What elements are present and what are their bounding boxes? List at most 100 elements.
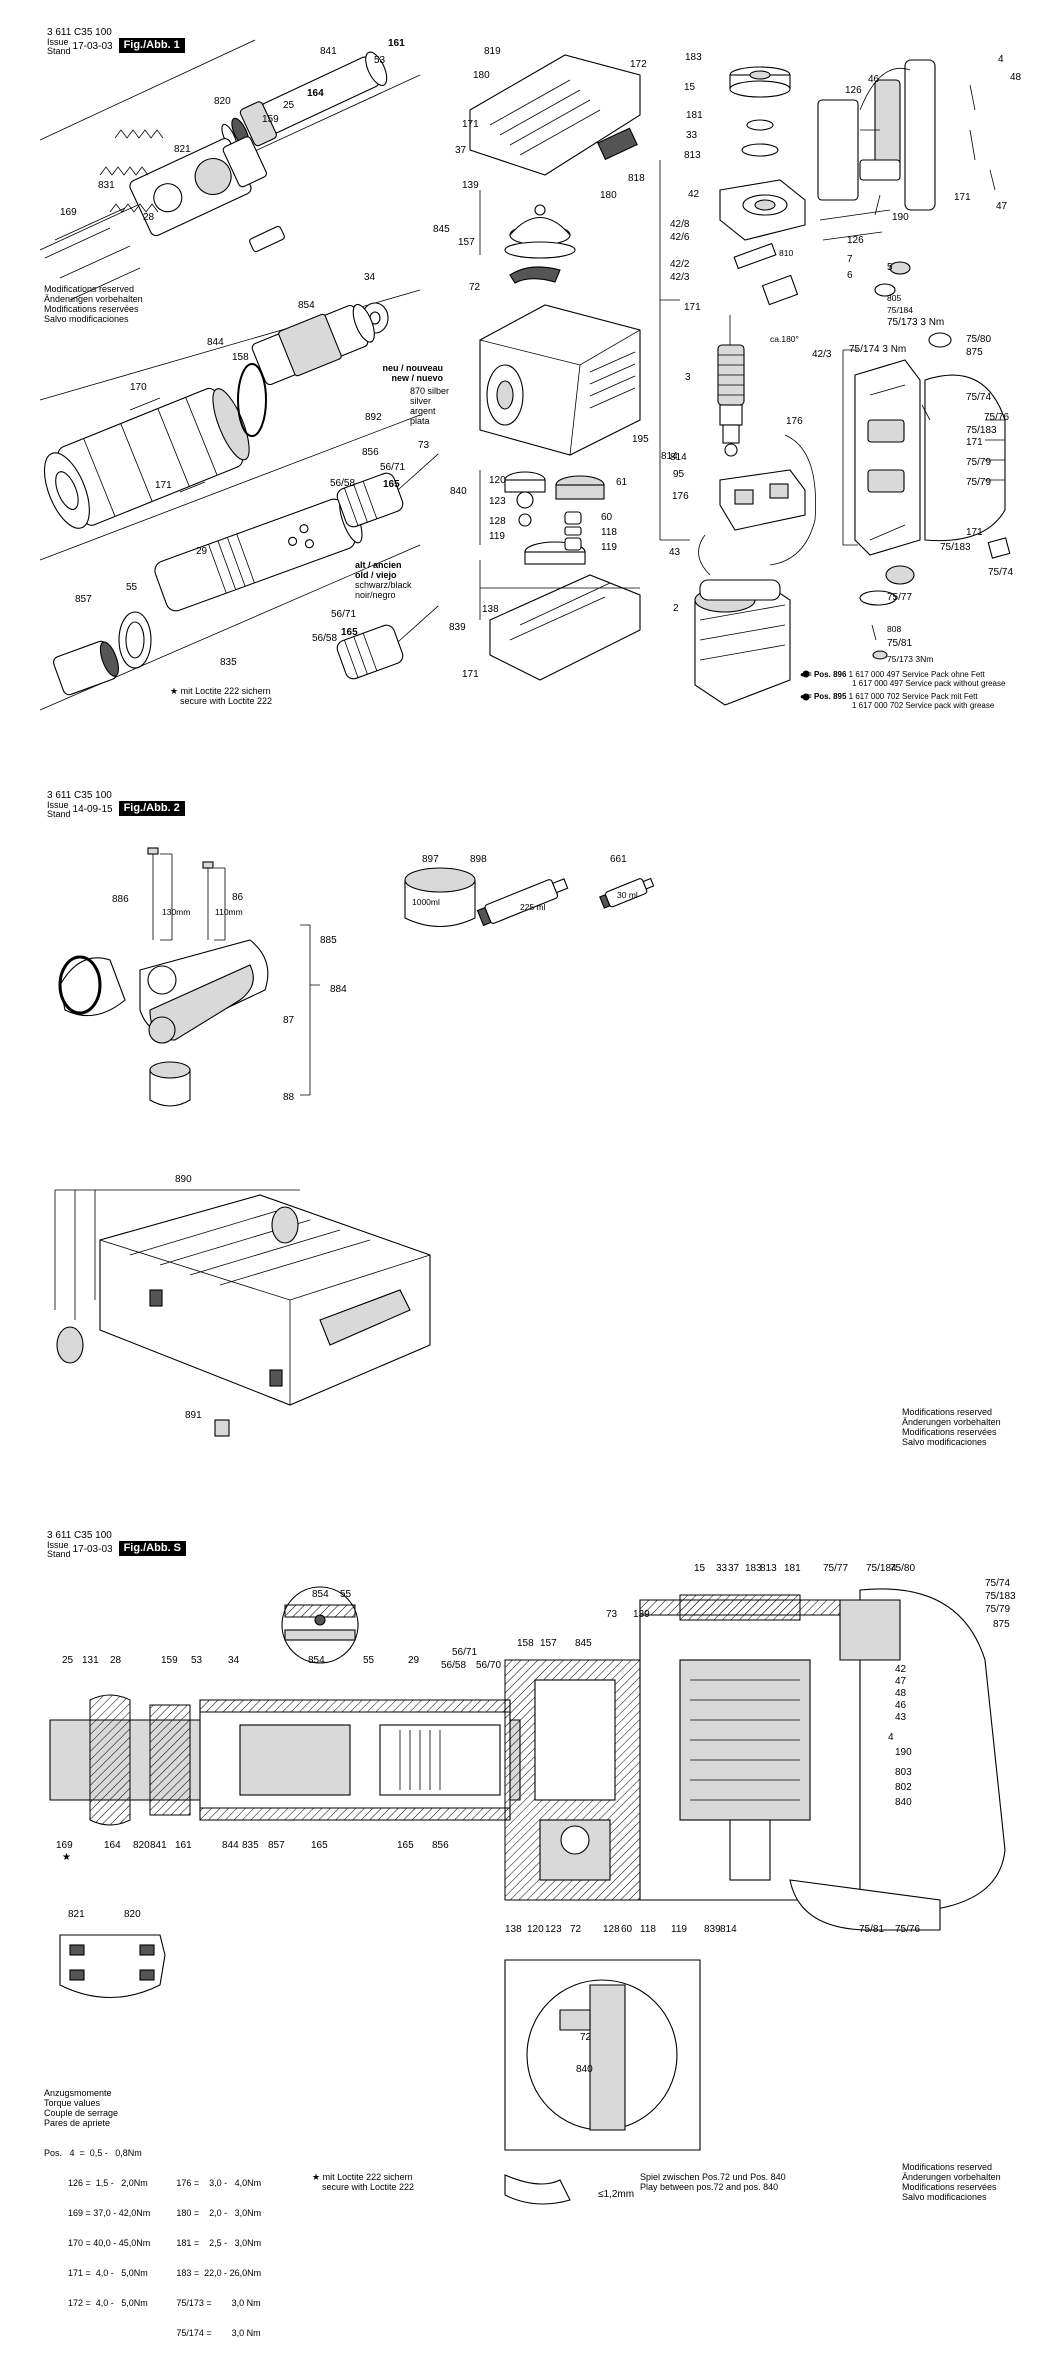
part-label: 171 xyxy=(462,669,479,680)
part-label: 2 xyxy=(673,603,679,614)
torque-row: 75/173 = 3,0 Nm xyxy=(176,2298,261,2308)
note-line: Spiel zwischen Pos.72 und Pos. 840 xyxy=(640,2172,786,2182)
fig1-gear-housing-group xyxy=(469,54,641,681)
armature xyxy=(717,315,745,457)
part-label: 55 xyxy=(126,582,138,593)
part-label: 75/76 xyxy=(984,412,1009,423)
part-label: 802 xyxy=(895,1782,912,1793)
part-label: 138 xyxy=(482,604,499,615)
part-label: 158 xyxy=(517,1638,534,1649)
note-line: neu / nouveau xyxy=(382,363,443,373)
part-label: 131 xyxy=(82,1655,99,1666)
part-label: 128 xyxy=(489,516,506,527)
part-label: 857 xyxy=(268,1840,285,1851)
part-label: 164 xyxy=(307,88,324,99)
part-label: 839 xyxy=(449,622,466,633)
part-label: 120 xyxy=(527,1924,544,1935)
part-label: 60 xyxy=(601,512,613,523)
part-label: 854 xyxy=(308,1655,325,1666)
part-label: 56/71 xyxy=(331,609,356,620)
part-label: 86 xyxy=(232,892,244,903)
note-line: 870 silber xyxy=(410,386,450,396)
note-line: 1 617 000 702 Service pack with grease xyxy=(852,701,995,710)
part-label: 47 xyxy=(895,1676,907,1687)
part-label: ca.180° xyxy=(770,334,799,344)
part-label: 75/183 xyxy=(966,425,997,436)
part-label: 42/3 xyxy=(812,349,832,360)
part-label: 841 xyxy=(320,46,337,57)
auxiliary-handle xyxy=(58,939,269,1044)
part-label: 75/74 xyxy=(966,392,991,403)
part-label: 884 xyxy=(330,984,347,995)
part-label: 897 xyxy=(422,854,439,865)
part-label: 810 xyxy=(779,248,793,258)
sheetS-fig-title: Fig./Abb. S xyxy=(118,1541,187,1556)
bolts-169 xyxy=(44,207,141,301)
part-label: 821 xyxy=(68,1909,85,1920)
part-label: 165 xyxy=(397,1840,414,1851)
part-label: 75/184 xyxy=(866,1563,897,1574)
part-label: 72 xyxy=(580,2032,592,2043)
part-label: 46 xyxy=(868,74,880,85)
part-label: 180 xyxy=(473,70,490,81)
part-label: 181 xyxy=(686,110,703,121)
part-label: 56/58 xyxy=(330,478,355,489)
part-label: 857 xyxy=(75,594,92,605)
torque-row: 181 = 2,5 - 3,0Nm xyxy=(176,2238,262,2248)
part-label: 123 xyxy=(545,1924,562,1935)
part-label: 181 xyxy=(784,1563,801,1574)
handle-old-note: alt / ancien old / viejo schwarz/black n… xyxy=(355,560,412,600)
part-label: 60 xyxy=(621,1924,633,1935)
part-label: 7 xyxy=(847,254,853,265)
part-label: 75/74 xyxy=(985,1578,1010,1589)
part-label: 75/81 xyxy=(887,638,912,649)
part-label: 119 xyxy=(671,1924,687,1935)
part-label: 53 xyxy=(191,1655,203,1666)
part-label: 856 xyxy=(362,447,379,458)
handle-color-note: neu / nouveau new / nuevo xyxy=(375,363,443,383)
note-line: 1 617 000 497 Service Pack ohne Fett xyxy=(848,670,985,679)
part-label: 33 xyxy=(686,130,698,141)
part-label: 875 xyxy=(966,347,983,358)
part-label: 891 xyxy=(185,1410,202,1421)
part-label: 42 xyxy=(895,1664,907,1675)
part-label: 34 xyxy=(228,1655,240,1666)
part-label: 803 xyxy=(895,1767,912,1778)
note-line: Pares de apriete xyxy=(44,2118,111,2128)
part-label: 813 xyxy=(760,1563,777,1574)
part-label: 56/71 xyxy=(380,462,405,473)
part-label: 75/77 xyxy=(823,1563,848,1574)
part-label: 159 xyxy=(262,114,279,125)
part-label: 33 xyxy=(716,1563,728,1574)
part-label: 157 xyxy=(458,237,475,248)
note-line: schwarz/black xyxy=(355,580,412,590)
part-label: 225 ml xyxy=(520,902,546,912)
part-label: 171 xyxy=(966,527,983,538)
part-label: 126 xyxy=(847,235,864,246)
part-label: 169 xyxy=(56,1840,73,1851)
note-line: Play between pos.72 and pos. 840 xyxy=(640,2182,779,2192)
part-label: 845 xyxy=(433,224,450,235)
torque-row: 176 = 3,0 - 4,0Nm xyxy=(176,2178,262,2188)
part-label: 119 xyxy=(489,531,505,542)
part-label: 818 xyxy=(628,173,645,184)
part-label: 95 xyxy=(673,469,685,480)
part-label: 176 xyxy=(672,491,689,502)
part-label: 5 xyxy=(887,262,893,273)
part-label: 157 xyxy=(540,1638,557,1649)
part-label: 61 xyxy=(616,477,628,488)
play-note: Spiel zwischen Pos.72 und Pos. 840 Play … xyxy=(640,2172,786,2192)
note-line: new / nuevo xyxy=(391,373,443,383)
sheet2-code: 3 611 C35 100 xyxy=(47,790,112,801)
part-label: 88 xyxy=(283,1092,295,1103)
part-label: 176 xyxy=(786,416,803,427)
sheet2-modifications-note: Modifications reserved Änderungen vorbeh… xyxy=(902,1407,1001,1447)
part-label: 854 xyxy=(298,300,315,311)
sheetS-date: 17-03-03 xyxy=(72,1544,113,1555)
part-label: 75/76 xyxy=(895,1924,920,1935)
part-label: 159 xyxy=(161,1655,178,1666)
part-label: 814 xyxy=(670,452,687,463)
